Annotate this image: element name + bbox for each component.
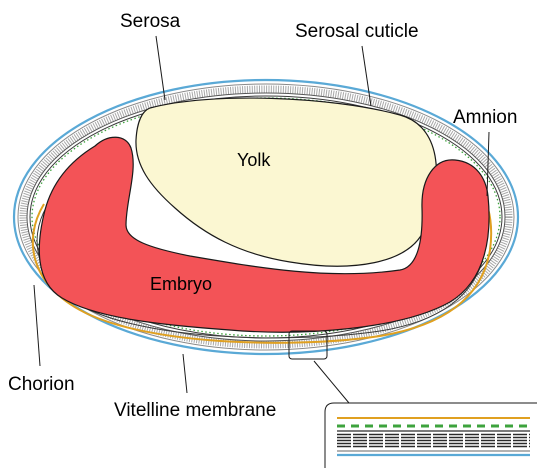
vitelline-membrane-label: Vitelline membrane [114, 400, 276, 421]
serosal-cuticle-label: Serosal cuticle [295, 21, 419, 42]
chorion-leader [34, 285, 40, 366]
vitelline-leader [183, 354, 187, 393]
amnion-label: Amnion [453, 107, 517, 128]
zoom-inset-frame [325, 403, 537, 468]
zoom-inset [325, 403, 537, 468]
yolk-label: Yolk [237, 150, 271, 170]
embryo-label: Embryo [150, 274, 212, 294]
yolk-mass [136, 98, 436, 266]
zoom-connector-line [314, 361, 349, 403]
chorion-label: Chorion [8, 374, 75, 395]
serosal-cuticle-leader [362, 46, 371, 106]
serosa-label: Serosa [120, 11, 181, 32]
serosa-leader [156, 36, 165, 100]
